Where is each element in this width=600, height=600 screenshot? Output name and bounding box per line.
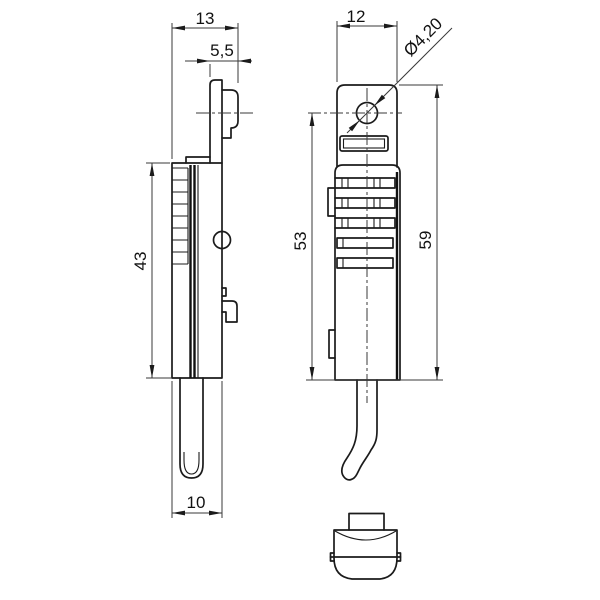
front-body-outline: [334, 164, 401, 381]
dim-43-lines: [146, 162, 172, 379]
dim-label-side-body-height: 43: [131, 252, 150, 271]
front-rib-band-1-ticks: [341, 178, 381, 188]
dim-label-side-hook-width: 5,5: [210, 41, 234, 60]
side-bottom-pin: [179, 377, 204, 479]
dimensions: 13 5,5 43 10 12 Ø4,20 53 59: [131, 7, 453, 518]
dim-5-5-arrows: [197, 58, 251, 64]
front-rib-band-3: [334, 217, 396, 229]
front-rib-band-2: [334, 197, 396, 209]
dim-label-front-tab-width: 12: [347, 7, 366, 26]
dim-hole-arrows: [348, 94, 386, 132]
front-rib-band-4: [336, 237, 394, 249]
front-left-lug: [327, 187, 336, 217]
side-round-bump: [212, 230, 232, 250]
dim-5-5-lines: [185, 60, 252, 77]
bottom-body-outline: [333, 529, 398, 580]
front-rib-band-3-ticks: [341, 218, 381, 228]
dim-12-arrows: [337, 23, 397, 29]
bottom-right-nub: [396, 552, 402, 562]
side-hook-flange: [185, 156, 211, 164]
bottom-tab-section: [348, 512, 385, 531]
front-top-tab: [336, 84, 398, 168]
dim-label-front-total-height: 59: [416, 231, 435, 250]
bottom-view: [329, 512, 402, 580]
side-view: [171, 79, 256, 479]
dim-label-front-hole-to-bottom: 53: [291, 232, 310, 251]
dim-label-hole-diameter: Ø4,20: [400, 14, 446, 60]
front-slot-outer: [339, 135, 389, 152]
side-ratchet-teeth: [172, 167, 189, 265]
side-lower-hook: [221, 300, 238, 323]
side-pin-inner-edge: [183, 452, 200, 475]
dim-label-side-top-width: 13: [196, 9, 215, 28]
bottom-dome-arc: [334, 530, 397, 541]
front-rib-band-2-ticks: [341, 198, 381, 208]
dim-label-side-bottom-width: 10: [187, 493, 206, 512]
dim-59-lines: [306, 84, 443, 381]
side-top-tab: [221, 89, 239, 139]
side-body-outline: [171, 162, 223, 379]
dim-12-lines: [336, 21, 398, 82]
front-rib-band-1: [334, 177, 396, 189]
front-view: [308, 84, 402, 481]
front-bent-pin: [341, 379, 378, 481]
dim-hole-leader-line: [346, 27, 453, 134]
dim-10-arrows: [172, 510, 222, 516]
side-top-plate: [209, 79, 223, 164]
front-rib-band-5: [336, 257, 394, 269]
side-contact-strip: [189, 165, 196, 378]
side-small-tab: [221, 287, 227, 297]
bottom-left-nub: [329, 552, 335, 562]
front-left-step: [328, 329, 336, 359]
front-slot-inner: [342, 138, 386, 149]
